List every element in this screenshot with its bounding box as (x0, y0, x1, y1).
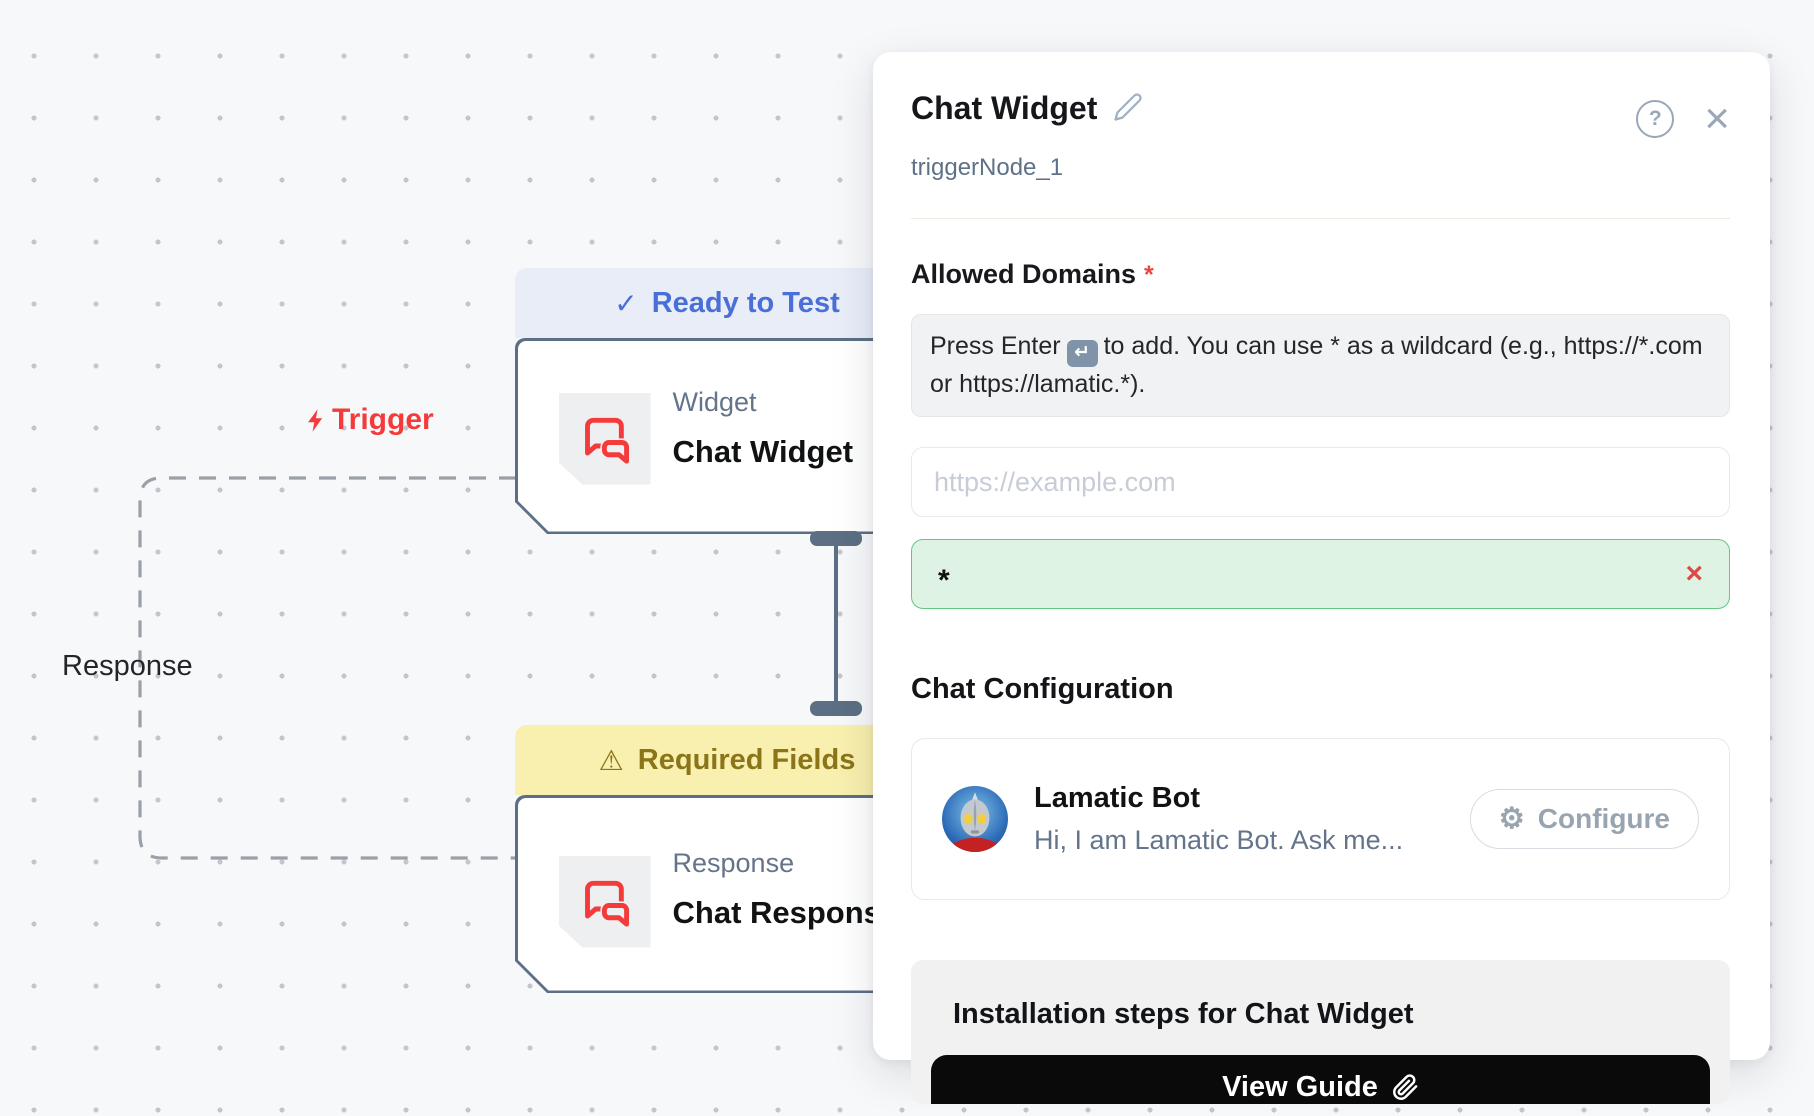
response-edge-label: Response (62, 650, 193, 682)
bot-avatar (942, 786, 1008, 853)
enter-key-icon: ↵ (1066, 339, 1098, 367)
chat-widget-icon-tile (559, 393, 651, 485)
warning-icon: ⚠ (598, 744, 624, 776)
allowed-domains-label: Allowed Domains (911, 259, 1137, 289)
help-button[interactable]: ? (1636, 100, 1675, 138)
chat-bubbles-icon (577, 874, 633, 930)
ready-to-test-label: Ready to Test (651, 286, 840, 319)
lightning-icon (308, 408, 323, 432)
node-connector-edge (834, 540, 838, 708)
allowed-domains-hint: Press Enter↵to add. You can use * as a w… (911, 314, 1730, 418)
view-guide-button[interactable]: View Guide (931, 1055, 1710, 1105)
bot-card: Lamatic Bot Hi, I am Lamatic Bot. Ask me… (911, 738, 1730, 901)
trigger-edge-label-text: Trigger (332, 403, 434, 436)
close-panel-button[interactable]: × (1704, 94, 1730, 143)
node-title: Chat Widget (672, 433, 854, 469)
bot-name: Lamatic Bot (1034, 782, 1200, 815)
response-input-handle[interactable] (810, 701, 862, 716)
bot-description: Hi, I am Lamatic Bot. Ask me... (1034, 825, 1404, 856)
node-type-label: Response (672, 847, 795, 878)
edit-title-button[interactable] (1113, 92, 1143, 127)
domain-tag-value: * (938, 564, 950, 598)
configure-button[interactable]: ⚙ Configure (1469, 789, 1699, 850)
domain-tag: * × (911, 539, 1730, 610)
pencil-icon (1114, 93, 1143, 121)
widget-output-handle[interactable] (810, 531, 862, 546)
domain-input[interactable] (911, 447, 1730, 518)
view-guide-label: View Guide (1222, 1070, 1378, 1103)
configure-button-label: Configure (1537, 803, 1670, 835)
chat-bubbles-icon (577, 411, 633, 467)
panel-title: Chat Widget (911, 90, 1098, 126)
installation-section: Installation steps for Chat Widget View … (911, 960, 1730, 1105)
trigger-edge-label: Trigger (303, 403, 434, 437)
help-icon: ? (1648, 107, 1662, 130)
node-title: Chat Response (672, 894, 899, 930)
installation-heading: Installation steps for Chat Widget (953, 998, 1414, 1031)
paperclip-icon (1392, 1074, 1418, 1100)
remove-domain-button[interactable]: × (1685, 557, 1703, 591)
config-panel: Chat Widget ? × triggerNode_1 Allowed Do… (873, 52, 1770, 1105)
required-fields-label: Required Fields (637, 743, 856, 776)
chat-response-icon-tile (559, 856, 651, 948)
chat-configuration-heading: Chat Configuration (911, 673, 1174, 706)
required-asterisk: * (1144, 261, 1154, 289)
node-type-label: Widget (672, 386, 757, 417)
header-divider (911, 218, 1730, 219)
gear-icon: ⚙ (1498, 802, 1525, 835)
check-icon: ✓ (614, 287, 638, 319)
node-id: triggerNode_1 (911, 154, 1064, 181)
